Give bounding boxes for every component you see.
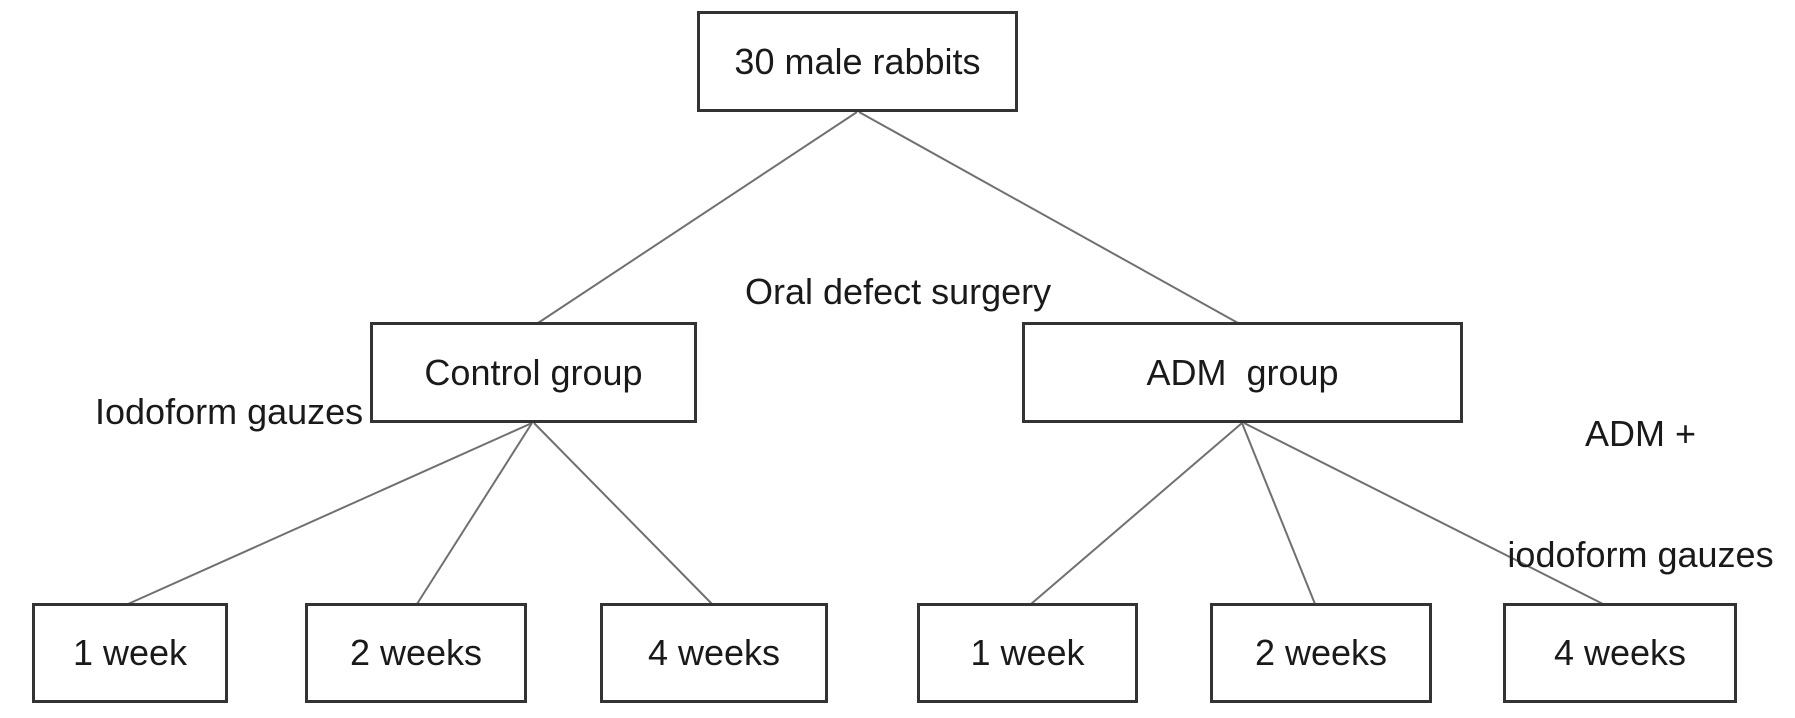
node-adm-4weeks: 4 weeks — [1503, 603, 1737, 703]
node-control-group: Control group — [370, 322, 697, 423]
node-root-label: 30 male rabbits — [734, 40, 981, 82]
node-adm-label: ADM group — [1146, 351, 1339, 393]
connector-line — [1030, 422, 1243, 605]
label-adm-note-line1: ADM + — [1584, 412, 1697, 454]
connector-line — [127, 422, 533, 605]
node-control-4weeks: 4 weeks — [600, 603, 828, 703]
node-adm-1week: 1 week — [917, 603, 1138, 703]
label-adm-note-line2: iodoform gauzes — [1507, 533, 1774, 575]
connector-line — [1241, 422, 1316, 605]
node-root-rabbits: 30 male rabbits — [697, 11, 1018, 112]
connector-line — [858, 111, 1239, 324]
connector-line — [416, 422, 533, 605]
connector-line — [1243, 422, 1604, 605]
node-adm-2weeks: 2 weeks — [1210, 603, 1432, 703]
label-oral-defect-surgery: Oral defect surgery — [745, 271, 1052, 313]
node-adm-group: ADM group — [1022, 322, 1463, 423]
node-control-1week: 1 week — [32, 603, 228, 703]
connector-line — [533, 422, 713, 605]
connector-line — [537, 111, 858, 324]
node-control-label: Control group — [424, 351, 643, 393]
label-iodoform-gauzes: Iodoform gauzes — [95, 391, 364, 433]
label-adm-iodoform-gauzes: ADM + iodoform gauzes — [1488, 333, 1793, 656]
node-control-2weeks: 2 weeks — [305, 603, 527, 703]
